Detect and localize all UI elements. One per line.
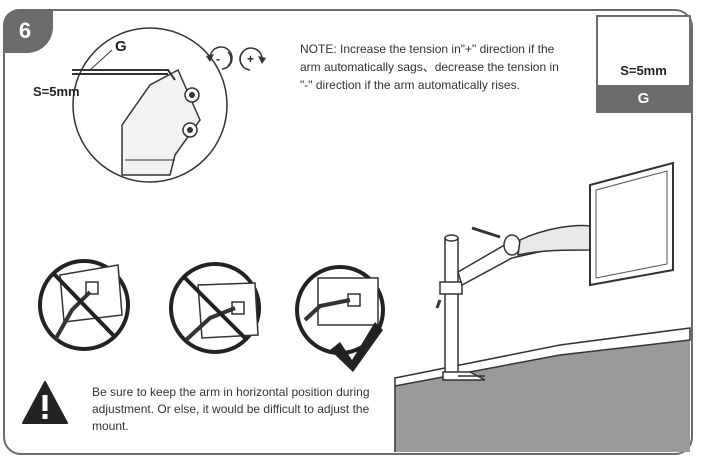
tension-minus-icon: - bbox=[206, 46, 233, 70]
mount-pole bbox=[435, 234, 486, 381]
inset-tool-size: S=5mm bbox=[620, 63, 667, 78]
wrong-angle-example-2 bbox=[169, 262, 261, 354]
tool-size-label: S=5mm bbox=[33, 84, 80, 99]
step-number-badge: 6 bbox=[3, 9, 53, 53]
warning-icon bbox=[22, 381, 68, 424]
minus-sign: - bbox=[216, 52, 220, 66]
inset-tool-letter: G bbox=[598, 85, 689, 111]
correct-example bbox=[295, 265, 385, 355]
wrong-angle-example-1 bbox=[38, 259, 130, 351]
desk bbox=[394, 327, 691, 452]
warning-text: Be sure to keep the arm in horizontal po… bbox=[92, 385, 370, 433]
plus-sign: + bbox=[247, 52, 254, 66]
hex-key bbox=[72, 49, 176, 81]
detail-view bbox=[72, 27, 228, 183]
checkmark-icon bbox=[330, 322, 383, 372]
tension-note: NOTE: Increase the tension in"+" directi… bbox=[300, 42, 559, 92]
mount-arm bbox=[457, 224, 593, 287]
monitor bbox=[589, 161, 674, 287]
tension-plus-icon: + bbox=[239, 47, 266, 71]
tool-letter-label: G bbox=[115, 38, 127, 55]
tool-inset: S=5mm G bbox=[596, 15, 691, 113]
